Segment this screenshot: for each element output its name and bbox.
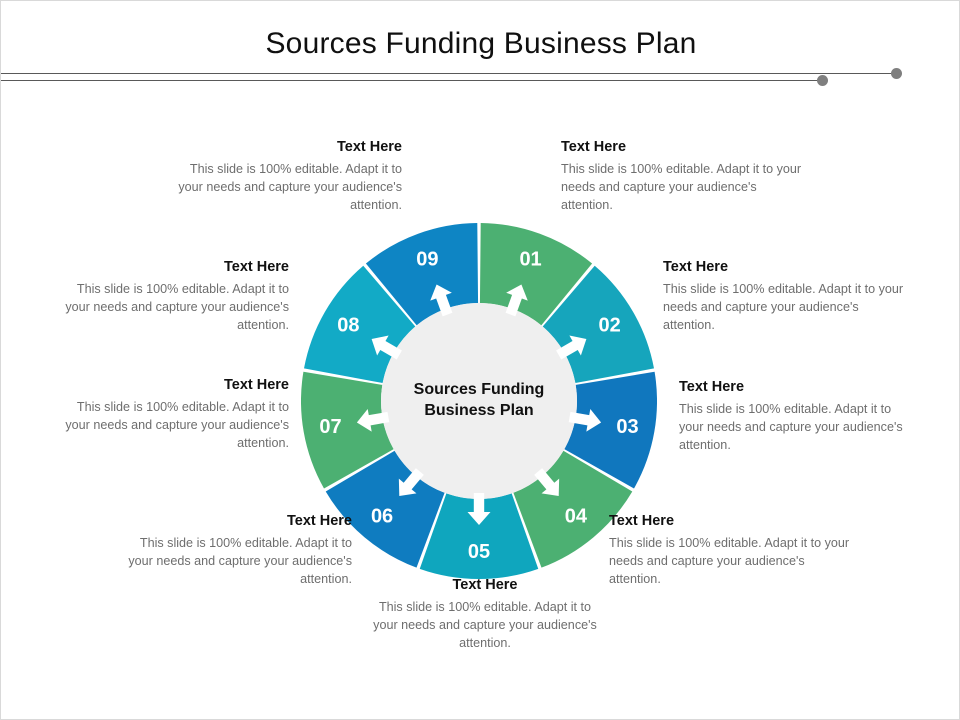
wheel-segment-number-05: 05: [468, 541, 490, 563]
caption-block-8: Text Here This slide is 100% editable. A…: [51, 377, 289, 453]
wheel-arrow-group: [356, 284, 602, 525]
caption-title: Text Here: [223, 259, 289, 275]
wheel-segment-01[interactable]: [479, 223, 593, 326]
wheel-arrow-04: [534, 468, 560, 496]
caption-body: This slide is 100% editable. Adapt it to…: [609, 536, 850, 587]
wheel-segment-number-01: 01: [519, 248, 541, 270]
wheel-segment-09[interactable]: [365, 223, 479, 326]
caption-body: This slide is 100% editable. Adapt it to…: [65, 282, 289, 333]
caption-title: Text Here: [609, 513, 675, 529]
caption-block-1: Text Here This slide is 100% editable. A…: [164, 139, 402, 215]
caption-block-2: Text Here This slide is 100% editable. A…: [561, 139, 809, 215]
wheel-segment-number-04: 04: [565, 506, 588, 528]
caption-title: Text Here: [223, 377, 289, 393]
caption-block-4: Text Here This slide is 100% editable. A…: [679, 379, 919, 455]
wheel-arrow-05: [467, 493, 491, 525]
wheel-hub-circle: [381, 303, 577, 499]
caption-body: This slide is 100% editable. Adapt it to…: [178, 162, 402, 213]
wheel-number-group: 01 02 03 04 05 06 07 08 09: [319, 248, 638, 563]
wheel-segment-number-06: 06: [371, 506, 393, 528]
caption-block-7: Text Here This slide is 100% editable. A…: [114, 513, 352, 589]
wheel-segment-number-07: 07: [319, 416, 341, 438]
wheel-arrow-09: [430, 284, 453, 317]
caption-title: Text Here: [561, 139, 627, 155]
wheel-arrow-06: [398, 468, 424, 496]
caption-body: This slide is 100% editable. Adapt it to…: [679, 402, 903, 453]
caption-title: Text Here: [663, 259, 729, 275]
page-title: Sources Funding Business Plan: [265, 27, 697, 60]
caption-body: This slide is 100% editable. Adapt it to…: [561, 162, 802, 213]
wheel-segment-03[interactable]: [564, 371, 657, 489]
divider-dot-lower: [817, 75, 828, 86]
caption-body: This slide is 100% editable. Adapt it to…: [128, 536, 352, 587]
wheel-segment-05[interactable]: [419, 493, 539, 579]
caption-title: Text Here: [452, 577, 518, 593]
caption-title: Text Here: [679, 379, 745, 395]
caption-body: This slide is 100% editable. Adapt it to…: [65, 400, 289, 451]
divider-line-lower: [1, 80, 825, 81]
wheel-segment-number-08: 08: [337, 315, 359, 337]
divider-dot-upper: [891, 68, 902, 79]
wheel-arrow-08: [371, 335, 402, 360]
caption-title: Text Here: [286, 513, 352, 529]
caption-block-6: Text Here This slide is 100% editable. A…: [366, 577, 604, 653]
caption-block-5: Text Here This slide is 100% editable. A…: [609, 513, 857, 589]
caption-body: This slide is 100% editable. Adapt it to…: [663, 282, 904, 333]
wheel-arrow-03: [568, 408, 602, 432]
wheel-segment-07[interactable]: [301, 371, 394, 489]
wheel-segment-number-03: 03: [616, 416, 638, 438]
caption-title: Text Here: [336, 139, 402, 155]
caption-block-9: Text Here This slide is 100% editable. A…: [51, 259, 289, 335]
divider-line-upper: [1, 73, 898, 74]
wheel-arrow-01: [505, 284, 528, 317]
wheel-arrow-02: [556, 335, 587, 360]
wheel-arrow-07: [356, 408, 390, 432]
caption-block-3: Text Here This slide is 100% editable. A…: [663, 259, 911, 335]
process-wheel-diagram: 01 02 03 04 05 06 07 08 09: [301, 223, 657, 579]
wheel-segment-number-09: 09: [416, 248, 438, 270]
caption-body: This slide is 100% editable. Adapt it to…: [373, 600, 597, 651]
wheel-segment-number-02: 02: [598, 315, 620, 337]
